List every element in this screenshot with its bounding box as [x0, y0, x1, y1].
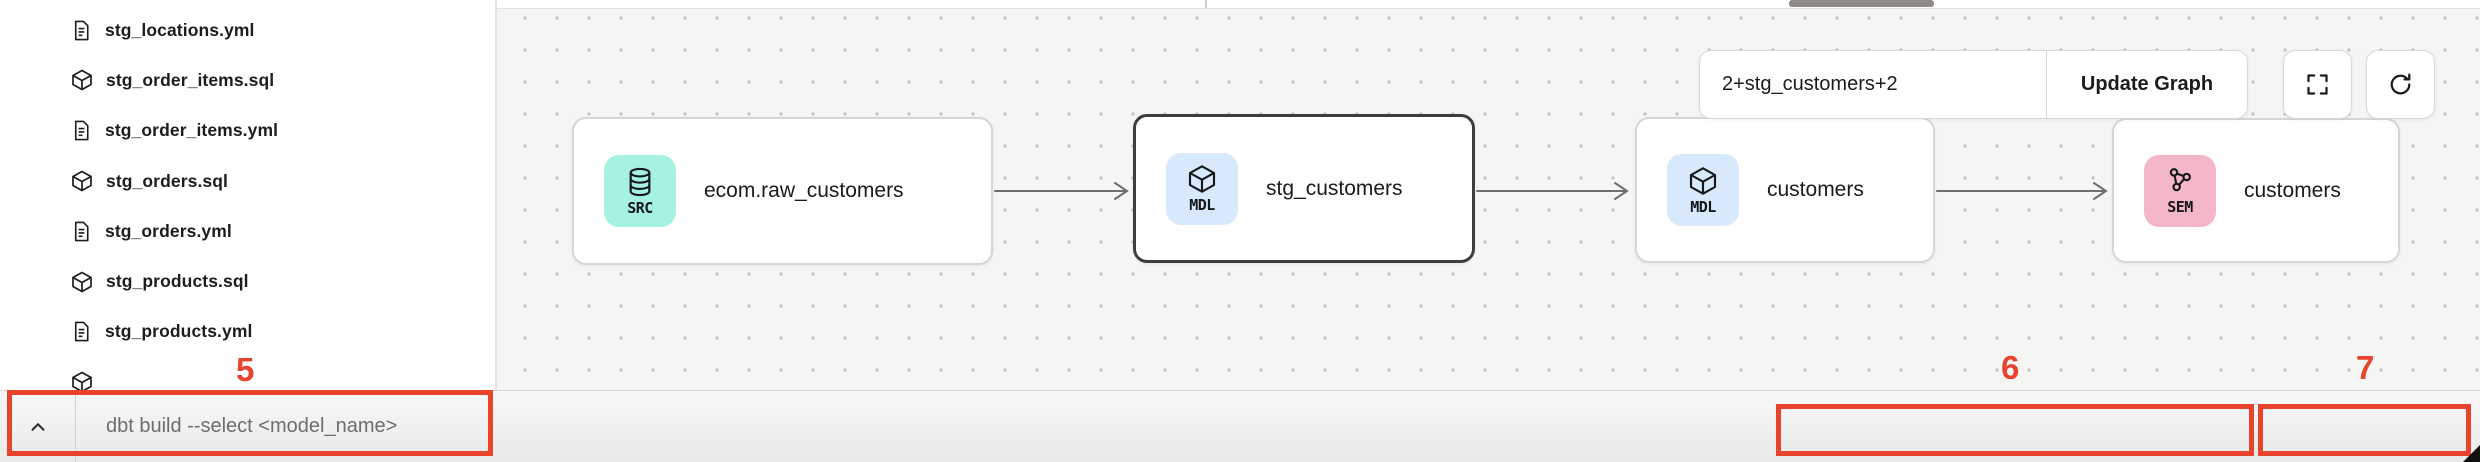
- badge-label: MDL: [1189, 196, 1215, 214]
- file-item-stg-order-items-sql[interactable]: stg_order_items.sql: [0, 55, 495, 105]
- file-item-stg-products-sql[interactable]: stg_products.sql: [0, 256, 495, 306]
- semantic-graph-icon: [2169, 168, 2191, 192]
- lineage-node-customers-semantic[interactable]: SEM customers: [2112, 118, 2400, 263]
- lineage-node-stg-customers[interactable]: MDL stg_customers: [1133, 114, 1475, 263]
- model-cube-icon: [72, 371, 92, 390]
- node-label: customers: [1767, 178, 1864, 201]
- file-name: stg_orders.yml: [105, 220, 232, 241]
- file-item-stg-locations-yml[interactable]: stg_locations.yml: [0, 5, 495, 55]
- pane-divider-tick: [1205, 0, 1207, 8]
- lineage-node-customers-model[interactable]: MDL customers: [1635, 117, 1935, 263]
- file-item-stg-orders-yml[interactable]: stg_orders.yml: [0, 206, 495, 256]
- yaml-file-icon: [74, 120, 89, 141]
- badge-label: SRC: [627, 198, 653, 217]
- fullscreen-button[interactable]: [2283, 50, 2352, 119]
- refresh-icon: [2390, 73, 2411, 95]
- database-icon: [629, 167, 651, 196]
- refresh-button[interactable]: [2366, 50, 2435, 119]
- model-badge: MDL: [1667, 154, 1739, 226]
- sidebar-canvas-divider[interactable]: [495, 0, 497, 390]
- chevron-up-icon: [30, 422, 45, 431]
- mouse-cursor: [2463, 445, 2480, 462]
- file-name: stg_orders.sql: [106, 170, 228, 191]
- file-name: stg_locations.yml: [105, 19, 255, 40]
- file-name: stg_order_items.sql: [106, 69, 275, 90]
- canvas-top-scrollbar-track: [497, 0, 2480, 9]
- model-cube-icon: [72, 170, 92, 192]
- command-bar: Defer to staging/production ? Ready: [0, 390, 2480, 462]
- horizontal-scrollbar-thumb[interactable]: [1789, 0, 1934, 7]
- lineage-node-source-raw-customers[interactable]: SRC ecom.raw_customers: [572, 117, 993, 265]
- file-list: stg_locations.yml stg_order_items.sql st…: [0, 0, 495, 390]
- file-item-partial[interactable]: [0, 357, 495, 390]
- file-item-stg-order-items-yml[interactable]: stg_order_items.yml: [0, 106, 495, 156]
- model-badge: MDL: [1166, 152, 1238, 225]
- fullscreen-icon: [2307, 74, 2328, 95]
- update-graph-button[interactable]: Update Graph: [2047, 51, 2247, 118]
- yaml-file-icon: [74, 221, 89, 242]
- command-bar-divider: [75, 391, 76, 462]
- badge-label: MDL: [1690, 197, 1716, 216]
- node-label: ecom.raw_customers: [704, 179, 904, 202]
- yaml-file-icon: [74, 322, 89, 342]
- yaml-file-icon: [74, 20, 89, 41]
- file-item-stg-products-yml[interactable]: stg_products.yml: [0, 307, 495, 357]
- node-label: customers: [2244, 178, 2341, 202]
- source-badge: SRC: [604, 155, 676, 227]
- semantic-badge: SEM: [2144, 154, 2216, 227]
- file-name: stg_products.sql: [106, 271, 249, 292]
- node-label: stg_customers: [1266, 176, 1403, 200]
- file-name: stg_products.yml: [105, 321, 253, 342]
- collapse-panel-button[interactable]: [0, 391, 75, 462]
- graph-selector-group: Update Graph: [1699, 50, 2248, 119]
- file-item-stg-orders-sql[interactable]: stg_orders.sql: [0, 156, 495, 206]
- model-cube-icon: [72, 271, 92, 292]
- file-explorer: stg_locations.yml stg_order_items.sql st…: [0, 0, 495, 390]
- graph-selector-input[interactable]: [1700, 51, 2047, 118]
- dbt-command-input[interactable]: [104, 414, 968, 439]
- cube-icon: [1188, 165, 1216, 193]
- badge-label: SEM: [2167, 198, 2193, 216]
- file-name: stg_order_items.yml: [105, 120, 279, 141]
- model-cube-icon: [72, 70, 92, 91]
- cube-icon: [1689, 166, 1717, 195]
